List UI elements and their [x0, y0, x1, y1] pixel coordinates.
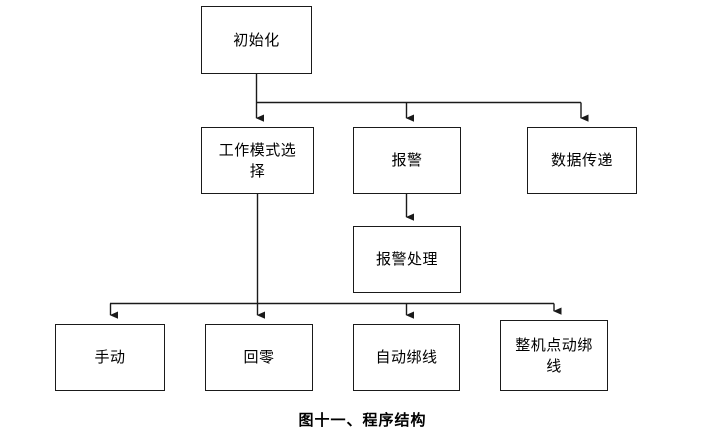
- connector-init-to-bus: [255, 74, 581, 104]
- node-work-mode-select[interactable]: 工作模式选 择: [201, 127, 314, 194]
- node-machine-jog-wire-binding[interactable]: 整机点动绑 线: [500, 320, 608, 391]
- connector-work-mode-to-bus: [110, 194, 554, 305]
- node-init-label: 初始化: [233, 30, 280, 49]
- node-alarm-label: 报警: [391, 151, 423, 170]
- figure-caption: 图十一、程序结构: [298, 411, 427, 429]
- node-data-transfer-label: 数据传递: [550, 151, 613, 170]
- node-manual-label: 手动: [94, 348, 126, 367]
- node-auto-wire-binding-label: 自动绑线: [375, 348, 438, 367]
- node-manual[interactable]: 手动: [55, 324, 165, 391]
- node-work-mode-select-label: 工作模式选 择: [218, 141, 297, 180]
- node-auto-wire-binding[interactable]: 自动绑线: [353, 324, 460, 391]
- node-alarm-handling[interactable]: 报警处理: [353, 226, 461, 293]
- node-return-to-zero[interactable]: 回零: [205, 324, 313, 391]
- node-init[interactable]: 初始化: [201, 6, 312, 74]
- node-data-transfer[interactable]: 数据传递: [527, 127, 637, 194]
- node-alarm-handling-label: 报警处理: [375, 250, 438, 269]
- node-alarm[interactable]: 报警: [353, 127, 461, 194]
- node-return-to-zero-label: 回零: [243, 348, 275, 367]
- node-machine-jog-wire-binding-label: 整机点动绑 线: [515, 336, 593, 375]
